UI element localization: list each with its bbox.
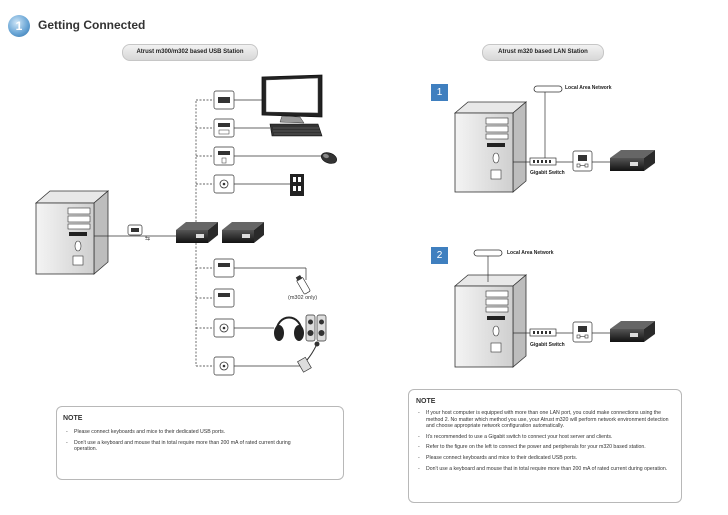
- left-note-box: NOTE Please connect keyboards and mice t…: [56, 406, 344, 480]
- step-2-lan-label: Local Area Network: [507, 250, 554, 256]
- keyboard-icon: [269, 123, 323, 137]
- power-jack-icon: [213, 174, 235, 194]
- microphone-jack-icon: [213, 356, 235, 376]
- power-outlet-icon: [290, 174, 304, 196]
- monitor-icon: [261, 74, 323, 124]
- step-1-lan-label: Local Area Network: [565, 85, 612, 91]
- left-note-item: Please connect keyboards and mice to the…: [65, 429, 305, 436]
- right-note-box: NOTE If your host computer is equipped w…: [408, 389, 682, 503]
- usb-mouse-port-icon: [213, 146, 235, 166]
- gigabit-switch-step2: [529, 328, 557, 337]
- usb-flash-drive-icon: [295, 274, 311, 295]
- left-note-list: Please connect keyboards and mice to the…: [65, 429, 305, 457]
- usb-port-1-icon: [213, 258, 235, 278]
- chapter-number-badge: 1: [8, 15, 30, 37]
- right-note-list: If your host computer is equipped with m…: [417, 410, 675, 476]
- lan-port-icon-step1: [572, 150, 593, 172]
- left-note-item: Don't use a keyboard and mouse that in t…: [65, 440, 305, 453]
- headphones-icon: [274, 316, 304, 341]
- gigabit-switch-step1: [529, 157, 557, 166]
- host-computer-tower-step1: [453, 101, 528, 193]
- left-note-title: NOTE: [63, 415, 83, 422]
- speakers-icon: [305, 314, 327, 342]
- mouse-icon: [320, 152, 338, 164]
- page-title: Getting Connected: [38, 18, 146, 32]
- vga-port-icon: [213, 90, 235, 110]
- right-note-item: If your host computer is equipped with m…: [417, 410, 675, 430]
- lan-cloud-step1: [533, 85, 563, 93]
- step-1-switch-label: Gigabit Switch: [530, 170, 565, 176]
- usb-port-2-icon: [213, 288, 235, 308]
- step-2-badge: 2: [431, 247, 448, 264]
- host-computer-tower-step2: [453, 274, 528, 368]
- model-note: (m302 only): [288, 295, 318, 301]
- lan-station-device-step1: [610, 150, 655, 171]
- lan-station-banner: Atrust m320 based LAN Station: [482, 44, 604, 61]
- lan-cloud-step2: [473, 249, 503, 257]
- usb-station-banner: Atrust m300/m302 based USB Station: [122, 44, 258, 61]
- right-note-title: NOTE: [416, 398, 436, 405]
- right-note-item: Please connect keyboards and mice to the…: [417, 455, 675, 462]
- step-2-switch-label: Gigabit Switch: [530, 342, 565, 348]
- svg-text:⇆: ⇆: [145, 235, 150, 242]
- headphone-jack-icon: [213, 318, 235, 338]
- usb-port-icon: ⇆: [127, 224, 150, 242]
- step-1-badge: 1: [431, 84, 448, 101]
- usb-station-device-rear: [222, 222, 264, 243]
- lan-station-device-step2: [610, 321, 655, 342]
- right-note-item: Don't use a keyboard and mouse that in t…: [417, 466, 675, 473]
- lan-port-icon-step2: [572, 321, 593, 343]
- usb-station-device: [176, 222, 218, 243]
- host-computer-tower-left: [34, 190, 110, 275]
- right-note-item: Refer to the figure on the left to conne…: [417, 444, 675, 451]
- microphone-icon: [297, 341, 320, 373]
- usb-keyboard-port-icon: [213, 118, 235, 138]
- right-note-item: It's recommended to use a Gigabit switch…: [417, 434, 675, 441]
